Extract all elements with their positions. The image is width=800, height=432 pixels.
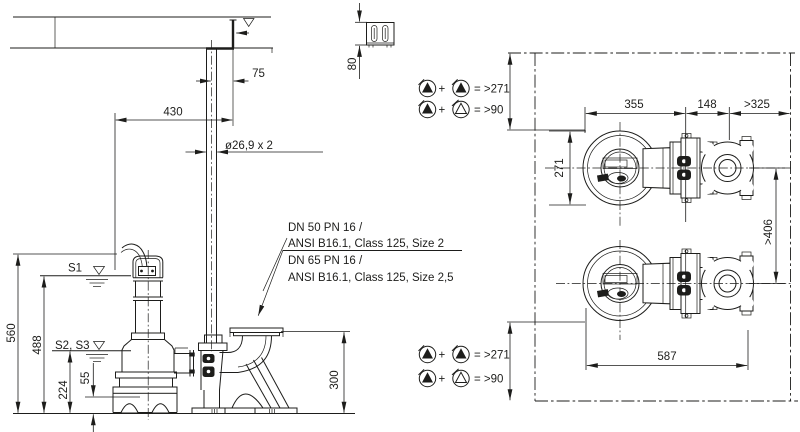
flange-callout: DN 50 PN 16 / ANSI B16.1, Class 125, Siz… [257, 222, 462, 316]
discharge-elbow [191, 327, 298, 414]
dim-271: 271 [549, 130, 586, 206]
dim-271-label: 271 [554, 158, 566, 177]
dim-300: 300 [281, 331, 350, 413]
level-s1: S1 [40, 263, 131, 287]
dim-55-label: 55 [80, 372, 92, 385]
callout-line-1: DN 50 PN 16 / [288, 222, 363, 234]
dim-75: 75 [196, 68, 265, 84]
callout-line-4: ANSI B16.1, Class 125, Size 2,5 [288, 272, 454, 284]
dim-148: 148 [686, 99, 730, 140]
level-icon [92, 266, 106, 276]
legend-reserve-pump-value: = >90 [474, 105, 503, 117]
dim-488-label: 488 [32, 335, 44, 354]
callout-line-3: DN 65 PN 16 / [288, 255, 363, 267]
dim-224-label: 224 [58, 380, 70, 400]
dim-355: 355 [584, 99, 687, 222]
dim-325-label: >325 [744, 99, 770, 111]
pump-running-icon [418, 99, 437, 119]
dim-80: 80 [347, 3, 367, 79]
dim-560-label: 560 [6, 323, 18, 342]
dim-pipe-diameter: ø26,9 x 2 [185, 140, 323, 155]
level-s2s3-label: S2, S3 [55, 340, 90, 352]
dim-430-label: 430 [163, 107, 182, 119]
level-s1-label: S1 [68, 263, 82, 275]
bracket-detail [366, 22, 395, 48]
dim-148-label: 148 [697, 99, 716, 111]
guide-pipe [206, 40, 217, 352]
dim-406-label: >406 [763, 219, 775, 245]
pump-running-icon [418, 344, 437, 364]
dim-300-label: 300 [329, 370, 341, 389]
plus-sign: + [439, 350, 446, 362]
clearance-dim-top [507, 53, 585, 131]
pump-running-icon [418, 368, 437, 388]
pump-reserve-icon [451, 99, 470, 119]
dim-430: 430 [114, 107, 233, 270]
legend-reserve-pump-value: = >90 [474, 374, 503, 386]
legend-top: + = >271 + = >90 [418, 78, 510, 119]
plus-sign: + [439, 105, 446, 117]
plus-sign: + [439, 84, 446, 96]
guide-claw [198, 342, 228, 351]
dim-80-label: 80 [347, 58, 359, 71]
dim-325: >325 [730, 99, 790, 116]
pump-running-icon [418, 78, 437, 98]
callout-line-2: ANSI B16.1, Class 125, Size 2 [288, 238, 444, 250]
level-icon [242, 18, 255, 28]
pit-boundary [508, 52, 798, 402]
pipe-anchor [206, 19, 237, 126]
dim-587: 587 [585, 308, 749, 370]
dim-55: 55 [80, 363, 140, 432]
clearance-dim-bottom [507, 321, 585, 401]
dim-406: >406 [749, 167, 785, 284]
legend-bottom: + = >271 + = >90 [418, 344, 510, 388]
level-icon [92, 341, 106, 351]
level-s2-s3: S2, S3 [52, 340, 131, 362]
plus-sign: + [439, 374, 446, 386]
dim-355-label: 355 [624, 99, 643, 111]
pump-side-view [112, 243, 195, 420]
elbow-flange [229, 327, 284, 333]
dim-560: 560 [6, 253, 117, 413]
dim-587-label: 587 [657, 351, 676, 363]
anchor-bolt-hatch [211, 409, 275, 413]
dim-488: 488 [32, 276, 47, 413]
pipe-clamp [204, 334, 223, 344]
pump-running-icon [451, 78, 470, 98]
pipe-size-label: ø26,9 x 2 [225, 140, 273, 152]
legend-both-pumps-value: = >271 [474, 350, 510, 362]
pump-reserve-icon [451, 368, 470, 388]
pump-cable [121, 243, 148, 267]
dim-75-label: 75 [252, 68, 265, 80]
pump-running-icon [451, 344, 470, 364]
legend-both-pumps-value: = >271 [474, 84, 510, 96]
dim-224: 224 [58, 351, 73, 413]
